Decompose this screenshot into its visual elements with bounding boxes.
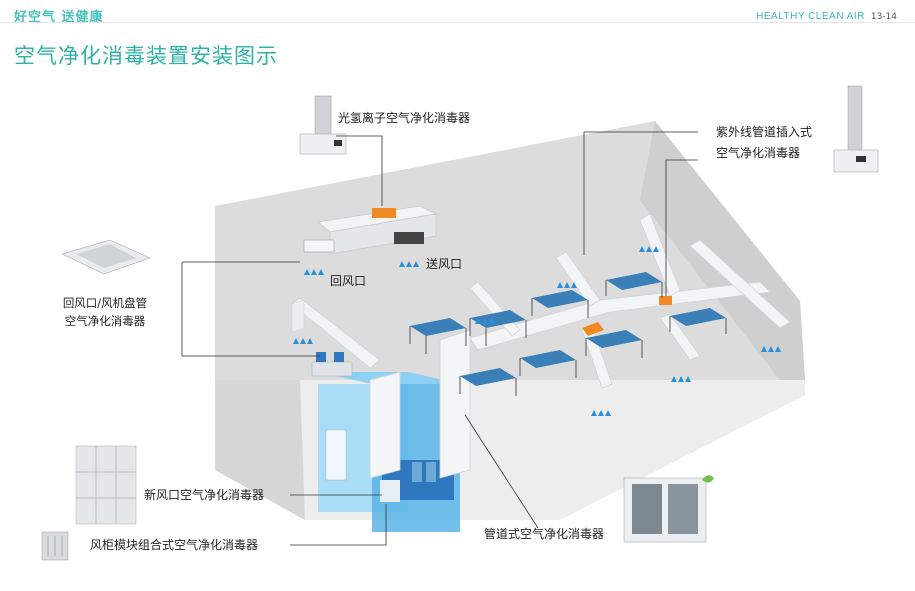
cabinet-module-product-image <box>41 531 69 561</box>
leader-duct-type <box>464 414 539 529</box>
right-wall <box>640 121 805 380</box>
tagline: HEALTHY CLEAN AIR <box>756 11 865 22</box>
overhead-duct-assembly <box>303 205 438 255</box>
ahu-filter-1 <box>412 462 422 482</box>
bed <box>531 290 589 318</box>
label-uv-duct-line1: 紫外线管道插入式 <box>716 125 813 139</box>
duct-branch-6 <box>689 239 791 329</box>
airflow-ward-4 <box>671 376 691 382</box>
airflow-left <box>293 338 313 344</box>
airflow-ward-5 <box>591 410 611 416</box>
airflow-ward-3 <box>639 246 659 252</box>
leader-fan-coil-2 <box>181 262 320 357</box>
label-cabinet-module: 风柜模块组合式空气净化消毒器 <box>90 538 259 552</box>
leader-cabinet <box>290 504 387 546</box>
photo-hydrogen-product-image <box>299 95 347 155</box>
label-fan-coil-line2: 空气净化消毒器 <box>64 314 146 328</box>
label-fan-coil: 回风口/风机盘管 空气净化消毒器 <box>42 294 168 330</box>
leader-photo-hydrogen <box>336 135 383 206</box>
duct-branch-1 <box>555 251 601 307</box>
duct-type-product-image <box>623 475 714 543</box>
label-return-air-port: 回风口 <box>330 274 367 288</box>
return-grille <box>303 239 335 253</box>
header-divider <box>0 22 915 23</box>
duct-branch-2 <box>639 213 681 297</box>
brand-slogan: 好空气 送健康 <box>14 10 104 25</box>
page-title: 空气净化消毒装置安装图示 <box>14 44 278 68</box>
supply-grille <box>394 232 424 244</box>
bed <box>459 368 517 396</box>
page-number: 13-14 <box>870 12 897 23</box>
hospital-beds <box>409 272 727 396</box>
uv-duct-device-2 <box>582 322 604 336</box>
leader-uv-duct-2 <box>665 159 698 296</box>
airflow-return <box>304 269 324 275</box>
floor-front-shadow <box>215 380 305 520</box>
label-supply-air-port: 送风口 <box>426 257 463 271</box>
label-duct-type: 管道式空气净化消毒器 <box>484 527 605 541</box>
bed <box>519 350 577 378</box>
uv-duct-product-image <box>833 85 879 173</box>
vertical-duct-left <box>369 371 401 479</box>
duct-left-down <box>291 299 305 333</box>
leader-uv-duct <box>583 131 698 255</box>
ahu-unit-face <box>380 480 400 502</box>
airflow-indicators <box>293 246 781 416</box>
airflow-supply <box>399 261 419 267</box>
workstation-area <box>311 352 353 377</box>
fan-coil-product-image <box>61 239 151 275</box>
fresh-air-product-image <box>75 445 137 525</box>
bed <box>605 272 663 298</box>
ahu-filter-2 <box>426 462 436 482</box>
label-photo-hydrogen: 光氢离子空气净化消毒器 <box>338 111 471 125</box>
bed <box>409 318 467 354</box>
bed <box>585 330 643 358</box>
photo-hydrogen-device-in-duct <box>372 208 396 218</box>
airflow-ward-1 <box>475 318 495 324</box>
equipment-door <box>325 429 347 481</box>
label-uv-duct-line2: 空气净化消毒器 <box>716 146 801 160</box>
airflow-ward-2 <box>557 282 577 288</box>
airflow-ward-6 <box>761 346 781 352</box>
bed <box>669 308 727 334</box>
label-fresh-air: 新风口空气净化消毒器 <box>144 488 265 502</box>
leader-lines <box>181 131 698 546</box>
vertical-duct-right <box>439 329 471 479</box>
label-fan-coil-line1: 回风口/风机盘管 <box>62 296 148 310</box>
header-tagline-block: HEALTHY CLEAN AIR 13-14 <box>756 4 897 23</box>
duct-left-branch <box>291 297 381 369</box>
uv-duct-device-1 <box>659 296 672 305</box>
